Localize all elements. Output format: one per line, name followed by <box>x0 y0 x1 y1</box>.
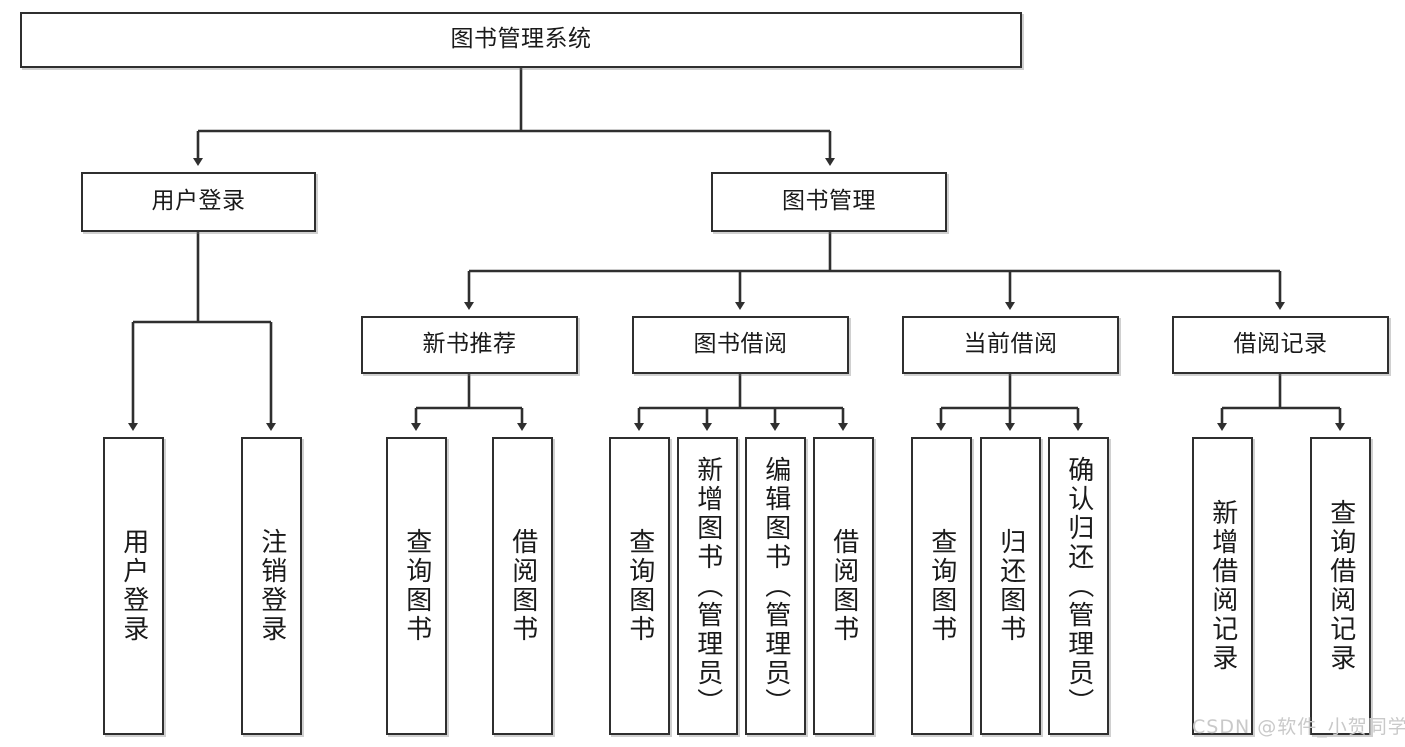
node-label: 归还图书 <box>995 528 1026 644</box>
leaf-borrow-record-2[interactable]: 查询借阅记录 <box>1310 437 1371 735</box>
watermark-text: CSDN @软件_小贺同学 <box>1192 716 1405 738</box>
node-root-system[interactable]: 图书管理系统 <box>20 12 1022 68</box>
leaf-new-book-1[interactable]: 查询图书 <box>386 437 447 735</box>
node-label: 查询图书 <box>624 528 655 644</box>
leaf-book-borrow-1[interactable]: 查询图书 <box>609 437 670 735</box>
leaf-book-borrow-3[interactable]: 编辑图书（管理员） <box>745 437 806 735</box>
node-new-book-recommend[interactable]: 新书推荐 <box>361 316 578 374</box>
leaf-user-login-2[interactable]: 注销登录 <box>241 437 302 735</box>
leaf-current-borrow-1[interactable]: 查询图书 <box>911 437 972 735</box>
node-label: 当前借阅 <box>963 331 1058 358</box>
node-book-borrow[interactable]: 图书借阅 <box>632 316 849 374</box>
node-label: 图书借阅 <box>693 331 788 358</box>
leaf-current-borrow-3[interactable]: 确认归还（管理员） <box>1048 437 1109 735</box>
node-label: 新书推荐 <box>422 331 517 358</box>
node-label: 编辑图书（管理员） <box>760 455 791 717</box>
node-label: 借阅图书 <box>507 528 538 644</box>
leaf-borrow-record-1[interactable]: 新增借阅记录 <box>1192 437 1253 735</box>
node-label: 新增借阅记录 <box>1207 499 1238 673</box>
node-label: 查询图书 <box>401 528 432 644</box>
node-borrow-record[interactable]: 借阅记录 <box>1172 316 1389 374</box>
node-label: 借阅图书 <box>828 528 859 644</box>
node-label: 查询借阅记录 <box>1325 499 1356 673</box>
leaf-book-borrow-4[interactable]: 借阅图书 <box>813 437 874 735</box>
node-label: 图书管理 <box>782 188 876 215</box>
node-label: 借阅记录 <box>1233 331 1328 358</box>
node-label: 用户登录 <box>151 188 246 215</box>
node-label: 新增图书（管理员） <box>692 455 723 717</box>
node-label: 图书管理系统 <box>450 26 592 53</box>
leaf-book-borrow-2[interactable]: 新增图书（管理员） <box>677 437 738 735</box>
node-user-login[interactable]: 用户登录 <box>81 172 316 232</box>
node-current-borrow[interactable]: 当前借阅 <box>902 316 1119 374</box>
node-label: 用户登录 <box>118 528 149 644</box>
node-label: 确认归还（管理员） <box>1063 455 1094 717</box>
node-book-manage[interactable]: 图书管理 <box>711 172 947 232</box>
node-label: 注销登录 <box>256 528 287 644</box>
leaf-user-login-1[interactable]: 用户登录 <box>103 437 164 735</box>
leaf-current-borrow-2[interactable]: 归还图书 <box>980 437 1041 735</box>
leaf-new-book-2[interactable]: 借阅图书 <box>492 437 553 735</box>
node-label: 查询图书 <box>926 528 957 644</box>
